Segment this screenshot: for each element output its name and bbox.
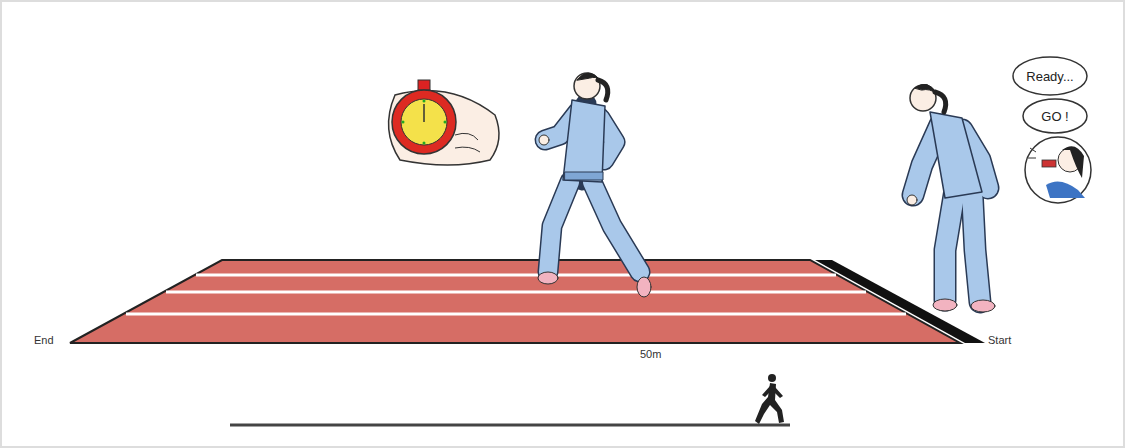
bubble-text: Ready...: [1026, 69, 1073, 84]
bubble-text: GO !: [1041, 109, 1068, 124]
runner-silhouette: [755, 374, 784, 424]
end-label: End: [34, 334, 54, 346]
lane-lines: [126, 275, 906, 314]
starter: [907, 84, 995, 312]
runner: [538, 73, 651, 297]
progress-line: [230, 424, 790, 427]
distance-label: 50m: [640, 348, 661, 360]
start-label: Start: [988, 334, 1011, 346]
running-track: [70, 260, 960, 343]
stopwatch: [389, 80, 499, 165]
start-line: [815, 260, 985, 343]
speech-bubble: Ready...: [1012, 56, 1088, 96]
speech-bubble: GO !: [1022, 98, 1088, 134]
whistle-face: [1025, 137, 1091, 203]
